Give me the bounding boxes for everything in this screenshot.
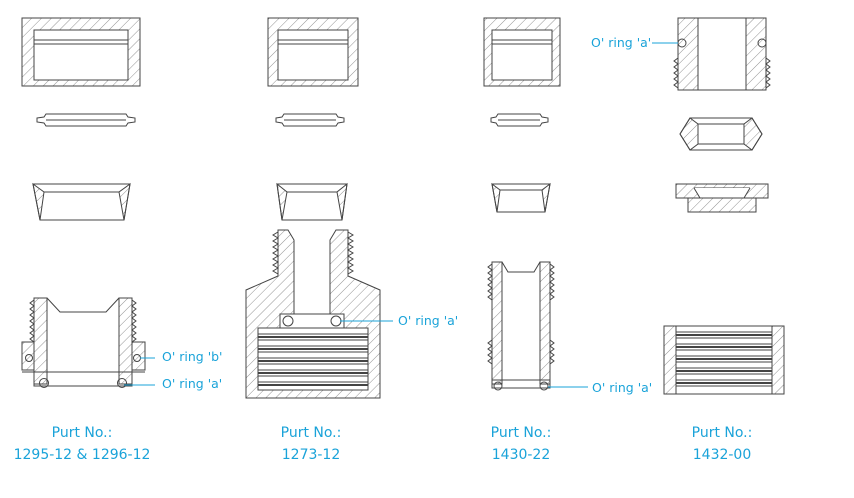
callout-leaders <box>124 42 678 388</box>
part-1295-adapter <box>21 297 146 388</box>
part-title: Purt No.: <box>51 425 113 441</box>
part-caption-1: Purt No.: 1295-12 & 1296-12 <box>0 425 167 463</box>
part-1430-ferrule <box>491 182 551 213</box>
part-number: 1432-00 <box>692 447 752 463</box>
part-number: 1295-12 & 1296-12 <box>13 447 151 463</box>
part-caption-2: Purt No.: 1273-12 <box>226 425 396 463</box>
part-1430-cap <box>483 17 561 87</box>
part-1273-reducer-body <box>245 229 381 399</box>
part-title: Purt No.: <box>280 425 342 441</box>
part-1432-threaded-insert <box>663 325 785 395</box>
part-1295-gasket <box>36 113 136 127</box>
part-1432-body <box>673 17 771 91</box>
part-number: 1273-12 <box>281 447 341 463</box>
part-1273-ferrule <box>276 182 348 221</box>
oring-a-label-part3: O' ring 'a' <box>592 380 653 395</box>
oring-b-label: O' ring 'b' <box>162 349 223 364</box>
part-caption-4: Purt No.: 1432-00 <box>637 425 807 463</box>
part-1432-flange-ring <box>675 183 769 213</box>
part-1295-cap <box>21 17 141 87</box>
part-1432-hex-insert <box>679 117 763 151</box>
part-1273-cap <box>267 17 359 87</box>
part-1273-gasket <box>275 113 345 127</box>
oring-a-label-part2: O' ring 'a' <box>398 313 459 328</box>
part-number: 1430-22 <box>491 447 551 463</box>
part-1430-nipple <box>487 261 555 391</box>
oring-a-label-part4: O' ring 'a' <box>591 35 652 50</box>
part-1295-ferrule <box>32 182 131 221</box>
part-caption-3: Purt No.: 1430-22 <box>436 425 606 463</box>
part-title: Purt No.: <box>490 425 552 441</box>
oring-a-label-part1: O' ring 'a' <box>162 376 223 391</box>
part-1430-gasket <box>490 113 549 127</box>
part-title: Purt No.: <box>691 425 753 441</box>
